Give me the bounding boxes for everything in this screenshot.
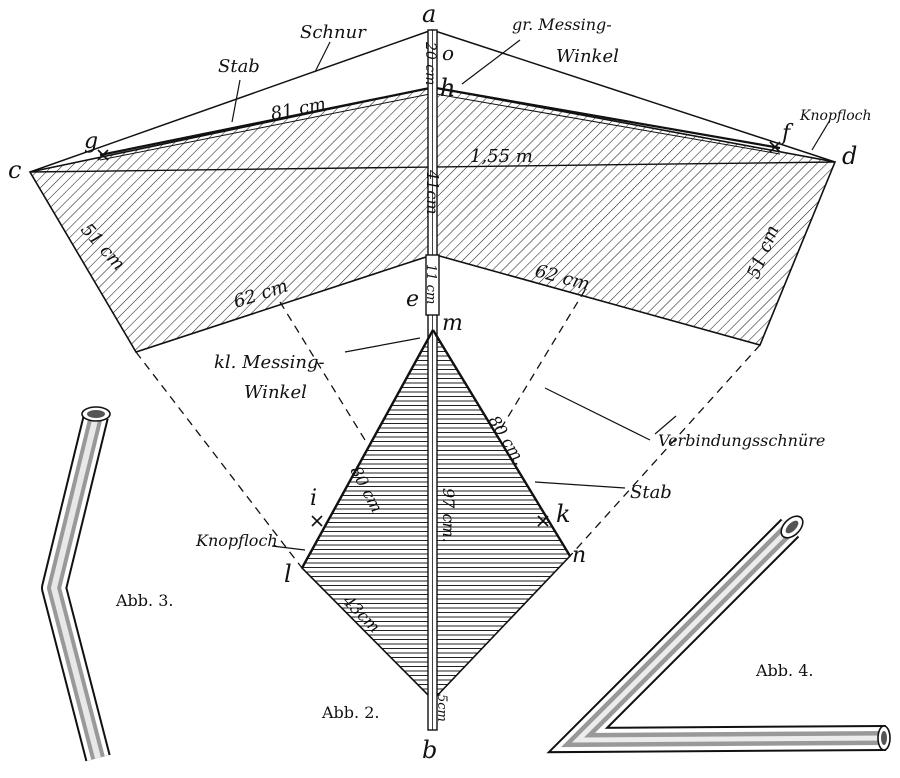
dim-155m: 1,55 m	[470, 146, 533, 167]
label-gr-messing-1: gr. Messing-	[512, 15, 612, 34]
caption-abb2: Abb. 2.	[321, 703, 379, 722]
label-kl-messing-1: kl. Messing-	[214, 352, 325, 373]
label-point-m: m	[442, 311, 463, 336]
label-point-a: a	[422, 0, 436, 28]
schnur-line-left	[29, 29, 433, 173]
label-knopfloch-left: Knopfloch	[195, 531, 278, 550]
caption-abb4: Abb. 4.	[755, 661, 813, 680]
verbindungsschnur-3	[499, 289, 586, 431]
stab-lower-right	[431, 329, 572, 557]
label-point-g: g	[84, 129, 98, 154]
label-point-o: o	[442, 41, 454, 65]
label-verbindung: Verbindungsschnüre	[658, 431, 825, 450]
label-point-f: f	[780, 121, 794, 146]
right-wing-panel	[435, 87, 837, 346]
verbindungsschnur-4	[569, 344, 761, 557]
dim-97cm: 97 cm.	[439, 488, 458, 543]
marker-i	[311, 515, 323, 527]
label-point-c: c	[8, 156, 21, 184]
schnur-line-right	[431, 29, 836, 163]
label-point-i: i	[310, 486, 317, 511]
stab-lower-left	[300, 329, 435, 569]
verbindungsschnur-1	[135, 351, 303, 569]
label-schnur: Schnur	[300, 22, 367, 43]
label-point-d: d	[842, 142, 857, 170]
tube-abb3	[41, 406, 111, 762]
caption-abb3: Abb. 3.	[115, 591, 173, 610]
label-point-h: h	[440, 74, 455, 102]
label-point-e: e	[406, 287, 419, 312]
tube-abb4	[546, 515, 891, 754]
label-point-n: n	[572, 543, 586, 568]
stab-right	[435, 86, 781, 150]
marker-f	[769, 141, 781, 153]
mast-joint	[425, 254, 440, 316]
stab-left	[99, 86, 431, 157]
label-point-k: k	[556, 500, 571, 528]
label-stab-top: Stab	[218, 56, 260, 77]
dim-5cm: 5cm	[434, 694, 449, 722]
label-point-l: l	[284, 560, 292, 588]
marker-k	[537, 515, 549, 527]
leader-arrows	[231, 39, 831, 551]
marker-g	[97, 149, 109, 161]
label-knopfloch-right: Knopfloch	[799, 108, 872, 124]
stab-left-inner	[99, 93, 431, 161]
stab-right-inner	[435, 93, 781, 155]
dim-20cm: 20 cm	[422, 41, 438, 85]
dim-41cm: 41cm	[423, 169, 442, 215]
label-gr-messing-2: Winkel	[556, 46, 619, 67]
label-stab-right: Stab	[630, 482, 672, 503]
dim-11cm: 11 cm	[423, 264, 438, 304]
label-point-b: b	[422, 736, 437, 764]
label-kl-messing-2: Winkel	[244, 382, 307, 403]
